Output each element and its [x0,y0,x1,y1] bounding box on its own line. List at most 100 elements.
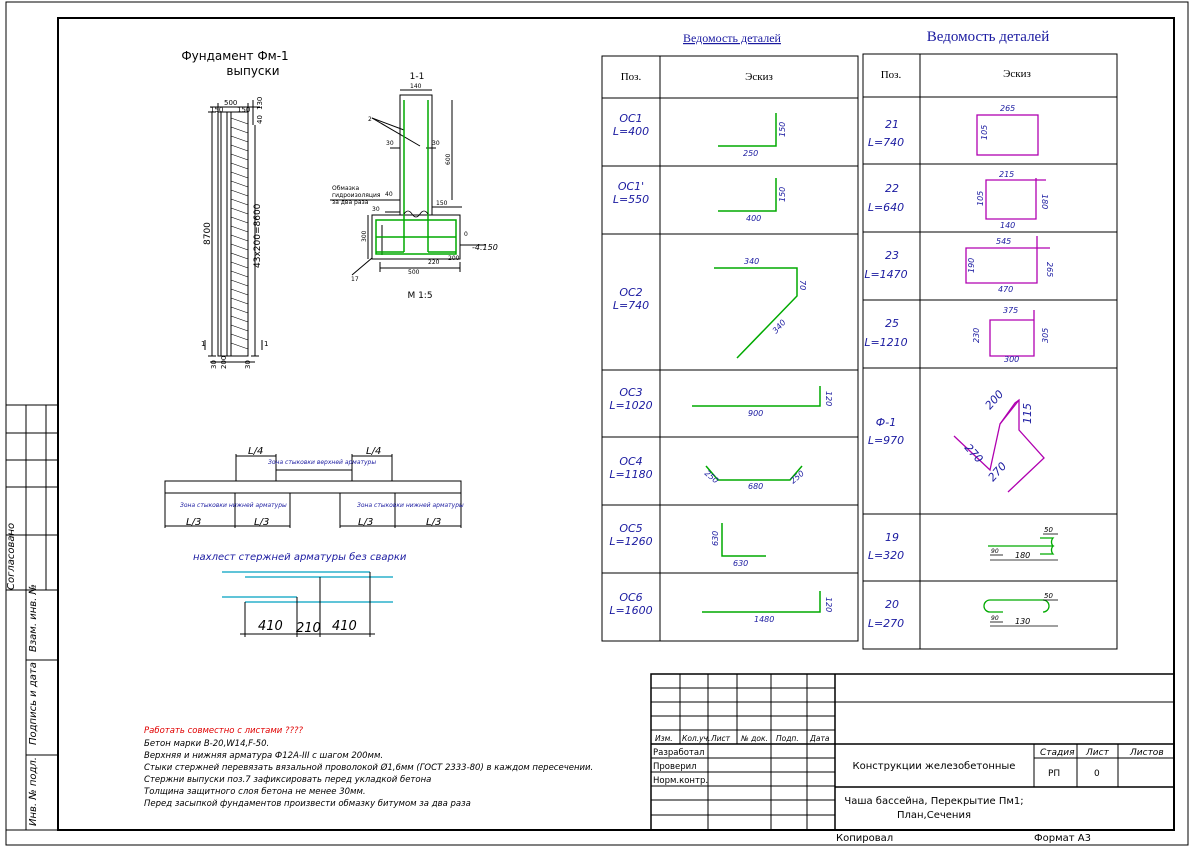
title-block: Изм. Кол.уч. Лист № док. Подп. Дата Разр… [650,673,1175,844]
os6-dim-a: 1480 [754,615,774,624]
format-label: Формат А3 [1034,833,1091,844]
t2-row3-pos: 23 [885,249,899,262]
t2-row5-pos: Ф-1 [876,416,896,429]
fnd-mark-1a: 1 [201,340,205,348]
notes-line-1: Бетон марки В-20,W14,F-50. [144,739,269,749]
table1-title: Ведомость деталей [683,31,782,45]
p21-dim-b: 105 [980,125,989,140]
lap-dim-1: 410 [258,619,283,634]
os3-dim-a: 900 [748,409,763,418]
sec-note-2: гидроизоляция [332,192,381,199]
t1-row4-pos: ОС3 [619,386,642,399]
sketch-23 [965,236,1050,284]
overlap-L4-right: L/4 [366,446,381,457]
sec-pos-17: 17 [351,276,359,283]
side-stamp-inventory: Инв. № подл. [28,757,39,826]
f1-dim-b: 115 [1021,403,1034,424]
sec-note-3: за два раза [332,199,369,206]
t2-row3-len: L=1470 [864,268,907,281]
t2-row2-pos: 22 [885,182,899,195]
p23-dim-c: 265 [1045,262,1054,277]
overlap-L3-4: L/3 [426,517,441,528]
sketch-os2 [714,267,798,359]
sketch-21 [976,114,1039,156]
p21-dim-a: 265 [1000,104,1015,113]
p22-dim-a: 215 [999,170,1014,179]
sec-dim-30c: 30 [372,206,380,213]
sketch-os3 [692,386,821,407]
tb-stage-header: Стадия [1040,748,1075,758]
lap-dim-2: 210 [296,621,321,636]
os1p-dim-a: 400 [746,214,761,223]
sec-pos-2: 2 [368,116,372,123]
fnd-dim-40: 40 [256,115,264,124]
notes-warning: Работать совместно с листами ???? [144,726,304,736]
tb-drawing-line1: Чаша бассейна, Перекрытие Пм1; [844,796,1023,807]
overlap-L3-1: L/3 [186,517,201,528]
t2-row6-pos: 19 [885,531,899,544]
fnd-dim-150a: 150 [210,106,223,114]
tb-role-normcontrol: Норм.контр. [653,776,708,786]
p23-dim-d: 470 [998,285,1013,294]
parts-table-2: Ведомость деталей Поз. Эскиз 21 L=740 22… [862,29,1118,650]
p20-dim-c: 130 [1015,617,1030,626]
side-stamp-agreed: Согласовано [6,523,17,590]
p23-dim-b: 190 [967,258,976,273]
t1-row2-pos: ОС1' [618,180,644,193]
table2-col-pos: Поз. [881,69,902,81]
t1-row7-len: L=1600 [609,604,652,617]
p25-dim-b: 230 [972,328,981,343]
sketch-20 [983,599,1050,613]
p19-dim-a: 50 [1044,526,1053,534]
overlap-L3-3: L/3 [358,517,373,528]
t2-row5-len: L=970 [868,434,904,447]
table2-title: Ведомость деталей [927,29,1049,45]
t1-row5-pos: ОС4 [619,455,642,468]
overlap-bottom-zone-2: Зона стыковки нижней арматуры [357,502,464,509]
t1-row1-len: L=400 [613,125,649,138]
sec-dim-140: 140 [410,83,422,90]
sketch-25 [989,310,1035,357]
os1-dim-a: 250 [743,149,758,158]
p22-dim-c: 180 [1040,194,1049,209]
t2-row4-pos: 25 [885,317,899,330]
fnd-dim-spacing: 43х200=8600 [253,203,263,268]
section-scale: М 1:5 [407,291,432,301]
overlap-diagram: L/4 L/4 L/3 L/3 L/3 L/3 Зона стыковки ве… [164,446,464,637]
p19-dim-c: 180 [1015,551,1030,560]
t1-row4-len: L=1020 [609,399,652,412]
t2-row1-len: L=740 [868,136,904,149]
foundation-title: Фундамент Фм-1 [181,49,288,63]
t1-row3-len: L=740 [613,299,649,312]
fnd-mark-1b: 1 [264,340,268,348]
sec-dim-220: 220 [428,259,440,266]
os3-dim-b: 120 [824,391,833,406]
sketch-os6 [702,591,821,613]
os1p-dim-b: 150 [778,187,787,202]
notes-line-6: Перед засыпкой фундаментов произвести об… [144,799,471,809]
sketch-os4 [705,465,803,481]
side-stamp-replace: Взам. инв. № [28,584,39,652]
sec-dim-30b: 30 [432,140,440,147]
sketch-22 [985,178,1046,220]
p22-dim-b: 105 [976,191,985,206]
sec-dim-200: 200 [448,255,460,262]
p20-dim-a: 50 [1044,592,1053,600]
sec-dim-150: 150 [436,200,448,207]
sec-note-1: Обмазка [332,185,359,192]
t2-row7-pos: 20 [885,598,899,611]
sec-level: -4.150 [472,243,498,252]
tb-drawing-line2: План,Сечения [897,810,971,821]
tb-role-checker: Проверил [653,762,697,772]
p19-dim-b: 90 [991,548,999,555]
parts-table-1: Ведомость деталей Поз. Эскиз ОС1 L=400 О… [601,31,859,642]
overlap-L4-left: L/4 [248,446,263,457]
os5-dim-a: 630 [711,531,720,546]
sec-dim-600: 600 [445,153,452,165]
fnd-dim-500: 500 [224,99,237,107]
t2-row7-len: L=270 [868,617,904,630]
tb-project: Конструкции железобетонные [853,761,1016,772]
foundation-elevation: Фундамент Фм-1 выпуски [181,49,288,369]
fnd-dim-30a: 30 [210,360,218,369]
